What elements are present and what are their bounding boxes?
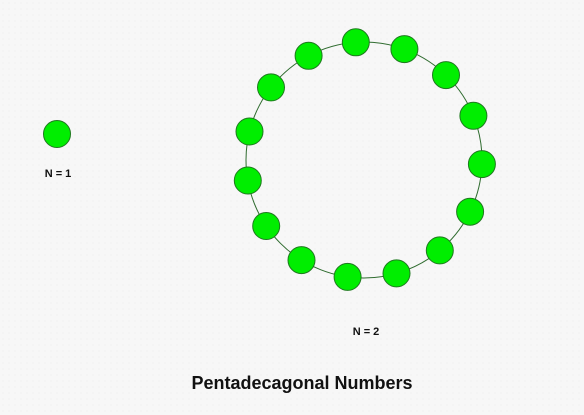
dot [390,35,419,64]
figure-n1-label: N = 1 [45,168,72,180]
dot [235,117,264,146]
dot [257,73,285,102]
dot [233,166,262,195]
dot [333,262,362,291]
dot [287,246,316,275]
dot [43,120,71,148]
dot [294,41,323,70]
dot [425,236,454,265]
dot [252,212,281,240]
figure-n1: N = 1 [43,120,72,180]
figure-n2: N = 2 [233,28,496,338]
dot [382,259,411,288]
dot [459,101,488,130]
diagram-title: Pentadecagonal Numbers [191,373,412,393]
dot [341,28,370,57]
dot [456,197,485,226]
dot [467,150,496,179]
dot [432,61,460,90]
figure-n2-label: N = 2 [353,326,380,338]
